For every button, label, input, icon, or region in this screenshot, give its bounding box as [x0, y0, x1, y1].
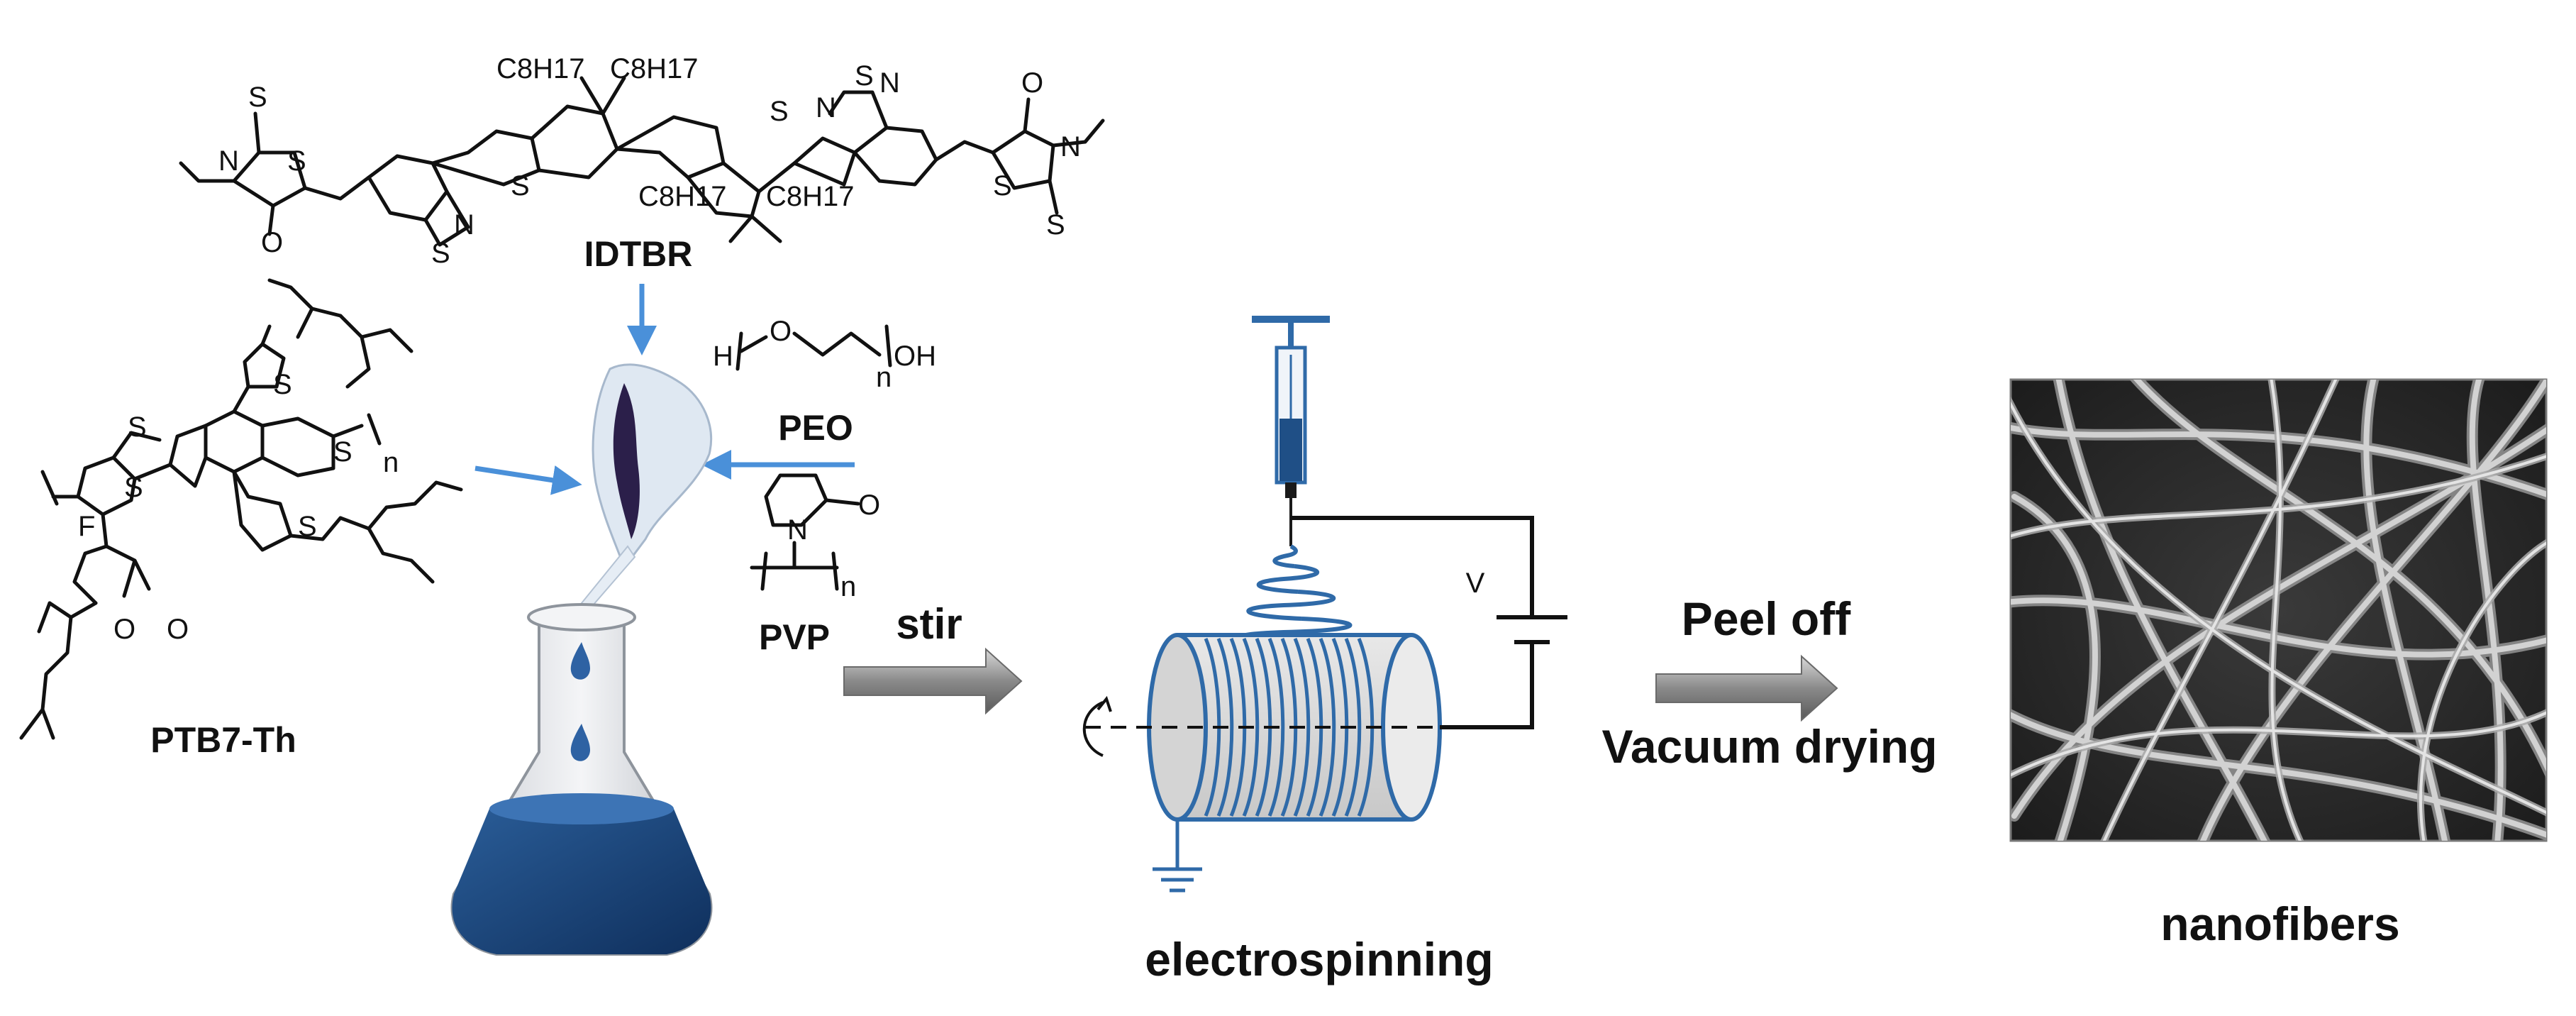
fiber-jet	[1236, 544, 1353, 646]
electrospinning-label: electrospinning	[1145, 933, 1493, 985]
vacuum-drying-label: Vacuum drying	[1601, 720, 1937, 773]
ptb7th-atom-f: F	[78, 511, 95, 542]
pvp-o: O	[858, 490, 880, 521]
ptb7th-subscript-n: n	[383, 447, 399, 478]
syringe-icon	[1252, 316, 1330, 546]
idtbr-atom-s: S	[855, 60, 874, 92]
powder-pour	[580, 363, 713, 612]
pvp-subscript-n: n	[840, 571, 856, 602]
idtbr-atom-n: N	[1060, 131, 1081, 162]
idtbr-substituent: C8H17	[638, 181, 727, 212]
arrow-ptb7th-feed	[474, 465, 582, 495]
idtbr-structure: S S N O N S S S N S N O N S S C8H17 C8H1…	[179, 53, 1105, 274]
pvp-label: PVP	[759, 617, 830, 657]
idtbr-atom-n: N	[816, 92, 836, 123]
peel-arrow-icon	[1655, 654, 1838, 722]
idtbr-atom-n: N	[454, 209, 474, 241]
idtbr-label: IDTBR	[584, 234, 693, 274]
idtbr-atom-o: O	[1021, 67, 1043, 99]
stir-label: stir	[896, 600, 962, 648]
rotation-arrow-icon	[1082, 701, 1104, 757]
droplet-icon	[570, 642, 590, 680]
idtbr-atom-o: O	[261, 227, 283, 258]
idtbr-atom-s: S	[770, 96, 789, 127]
idtbr-substituent: C8H17	[766, 181, 855, 212]
ptb7th-atom-o: O	[167, 614, 189, 645]
ptb7th-atom-s: S	[124, 472, 143, 503]
peel-off-label: Peel off	[1682, 592, 1851, 645]
electrospinning-setup: V electrospinning	[1082, 316, 1567, 985]
ptb7th-structure: S S S S S F O O n PTB7-Th	[19, 278, 463, 760]
peo-subscript-n: n	[876, 362, 892, 393]
idtbr-atom-s: S	[1046, 209, 1065, 241]
idtbr-atom-s: S	[511, 170, 530, 201]
ptb7th-atom-s: S	[333, 436, 352, 468]
ptb7th-atom-s: S	[273, 369, 292, 400]
idtbr-substituent: C8H17	[496, 53, 585, 84]
ground-icon	[1153, 819, 1202, 893]
peo-label: PEO	[778, 408, 853, 448]
post-processing-step: Peel off Vacuum drying	[1601, 592, 1937, 773]
stir-arrow-icon	[843, 647, 1023, 715]
nanofibers-label: nanofibers	[2160, 898, 2399, 950]
voltage-label: V	[1466, 568, 1485, 599]
pvp-structure: N O n PVP	[750, 473, 880, 657]
idtbr-atom-n: N	[879, 67, 900, 99]
pvp-n: N	[787, 514, 808, 546]
peo-oh: OH	[894, 341, 936, 372]
feed-arrows	[474, 284, 855, 495]
idtbr-atom-s: S	[993, 170, 1012, 201]
idtbr-atom-n: N	[218, 145, 239, 177]
droplet-icon	[570, 724, 590, 761]
flask	[450, 603, 713, 956]
stir-step: stir	[843, 600, 1023, 715]
idtbr-atom-s: S	[248, 82, 267, 113]
idtbr-atom-s: S	[287, 145, 306, 177]
ptb7th-atom-o: O	[113, 614, 135, 645]
voltage-circuit	[1291, 516, 1567, 729]
peo-h: H	[713, 341, 733, 372]
ptb7th-atom-s: S	[298, 511, 317, 542]
peo-o: O	[770, 316, 792, 347]
drum-collector	[1082, 633, 1489, 822]
peo-structure: H O n OH PEO	[713, 316, 936, 448]
idtbr-substituent: C8H17	[610, 53, 699, 84]
sem-nanofiber-image: nanofibers	[2009, 378, 2548, 950]
idtbr-atom-s: S	[431, 238, 450, 269]
ptb7th-label: PTB7-Th	[150, 720, 296, 760]
ptb7th-atom-s: S	[128, 412, 147, 443]
